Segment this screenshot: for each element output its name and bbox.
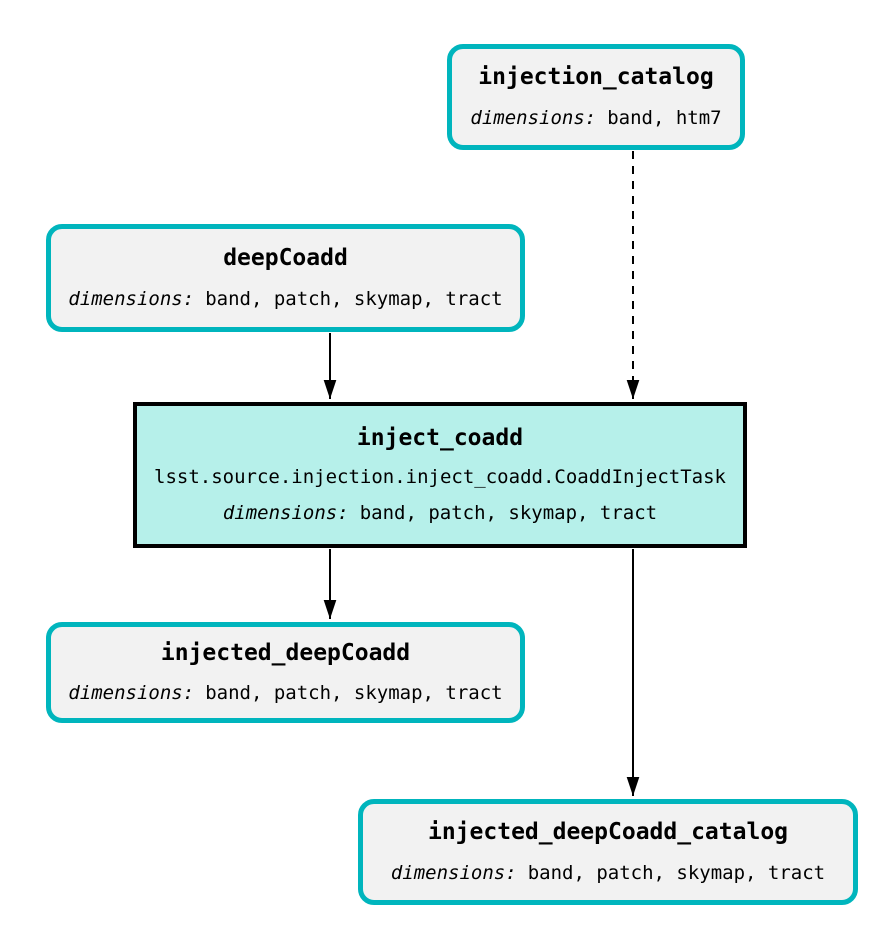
dataset-node-injection-catalog: injection_catalog dimensions: band, htm7 bbox=[447, 44, 745, 150]
dataset-node-deepCoadd: deepCoadd dimensions: band, patch, skymap… bbox=[46, 224, 525, 332]
node-dimensions: dimensions: band, htm7 bbox=[470, 106, 722, 129]
dimensions-value: band, patch, skymap, tract bbox=[527, 861, 826, 884]
node-title: inject_coadd bbox=[356, 425, 524, 452]
dataset-node-injected-deepCoadd-catalog: injected_deepCoadd_catalog dimensions: ba… bbox=[358, 799, 858, 905]
task-node-inject-coadd: inject_coadd lsst.source.injection.injec… bbox=[133, 402, 747, 548]
dimensions-value: band, patch, skymap, tract bbox=[205, 287, 503, 310]
dimensions-label: dimensions: bbox=[68, 682, 195, 705]
task-class-path: lsst.source.injection.inject_coadd.Coadd… bbox=[154, 465, 726, 488]
node-title: deepCoadd bbox=[223, 245, 348, 272]
dimensions-label: dimensions: bbox=[390, 861, 517, 884]
dimensions-value: band, patch, skymap, tract bbox=[205, 682, 503, 705]
dataset-node-injected-deepCoadd: injected_deepCoadd dimensions: band, patc… bbox=[46, 622, 525, 723]
node-dimensions: dimensions: band, patch, skymap, tract bbox=[222, 501, 658, 524]
dimensions-label: dimensions: bbox=[222, 501, 349, 524]
dimensions-label: dimensions: bbox=[68, 287, 195, 310]
node-title: injected_deepCoadd bbox=[160, 639, 411, 666]
node-title: injection_catalog bbox=[478, 64, 714, 91]
node-title: injected_deepCoadd_catalog bbox=[427, 819, 789, 846]
dimensions-label: dimensions: bbox=[470, 106, 597, 129]
node-dimensions: dimensions: band, patch, skymap, tract bbox=[68, 287, 503, 310]
dimensions-value: band, patch, skymap, tract bbox=[359, 501, 658, 524]
node-dimensions: dimensions: band, patch, skymap, tract bbox=[390, 861, 826, 884]
node-dimensions: dimensions: band, patch, skymap, tract bbox=[68, 683, 502, 704]
dimensions-value: band, htm7 bbox=[607, 106, 722, 129]
